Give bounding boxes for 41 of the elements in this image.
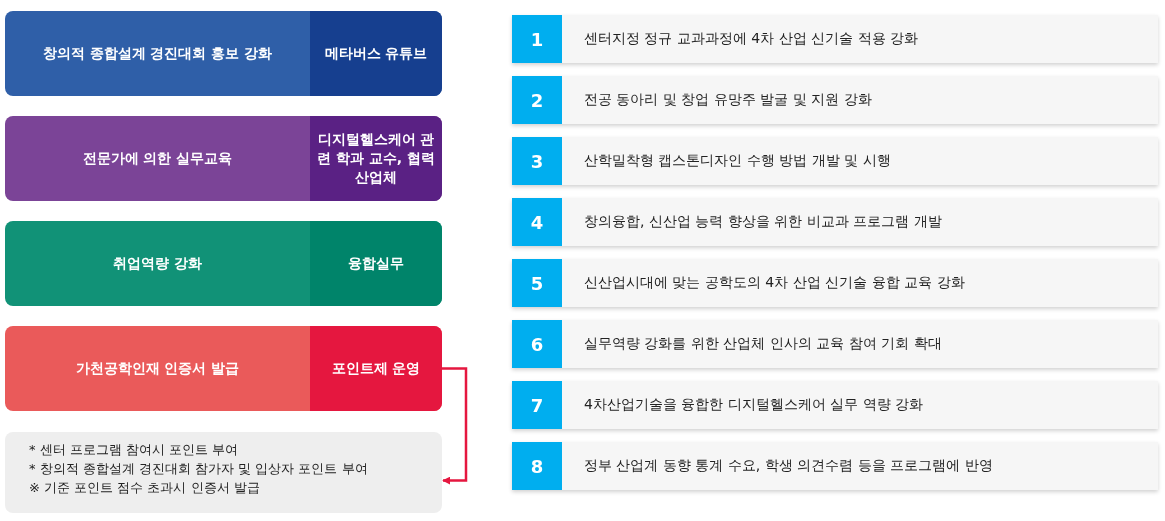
program-card [5,221,442,306]
card-title: 가천공학인재 인증서 발급 [74,358,241,378]
card-tag: 포인트제 운영 [310,326,442,411]
task-row [512,15,1158,63]
card-tag: 디지털헬스케어 관련 학과 교수, 협력산업체 [310,116,442,201]
card-title: 취업역량 강화 [112,253,203,273]
number-badge: 2 [512,76,562,124]
task-text: 창의융합, 신산업 능력 향상을 위한 비교과 프로그램 개발 [583,212,943,231]
program-card [5,11,442,96]
task-text: 전공 동아리 및 창업 유망주 발굴 및 지원 강화 [583,90,873,109]
task-row [512,137,1158,185]
card-title: 전문가에 의한 실무교육 [81,148,234,168]
card-tag: 메타버스 유튜브 [310,11,442,96]
program-card [5,326,442,411]
note-text: ※ 기준 포인트 점수 초과시 인증서 발급 [29,478,260,497]
number-badge: 1 [512,15,562,63]
task-row [512,442,1158,490]
number-badge: 6 [512,320,562,368]
task-text: 신산업시대에 맞는 공학도의 4차 산업 신기술 융합 교육 강화 [583,273,966,292]
note-text: * 센터 프로그램 참여시 포인트 부여 [29,441,239,459]
task-row [512,198,1158,246]
task-text: 4차산업기술을 융합한 디지털헬스케어 실무 역량 강화 [583,395,925,414]
note-panel [5,432,442,513]
connector-arrow [442,367,468,485]
task-row [512,381,1158,429]
task-row [512,320,1158,368]
task-text: 산학밀착형 캡스톤디자인 수행 방법 개발 및 시행 [583,151,892,170]
task-text: 정부 산업계 동향 통계 수요, 학생 의견수렴 등을 프로그램에 반영 [583,456,994,475]
program-card [5,116,442,201]
task-row [512,76,1158,124]
number-badge: 4 [512,198,562,246]
number-badge: 8 [512,442,562,490]
number-badge: 3 [512,137,562,185]
task-text: 실무역량 강화를 위한 산업체 인사의 교육 참여 기회 확대 [583,334,943,353]
note-text: * 창의적 종합설계 경진대회 참가자 및 입상자 포인트 부여 [29,459,368,478]
task-row [512,259,1158,307]
card-tag: 융합실무 [310,221,442,306]
number-badge: 5 [512,259,562,307]
number-badge: 7 [512,381,562,429]
card-title: 창의적 종합설계 경진대회 홍보 강화 [41,43,274,63]
task-text: 센터지정 정규 교과과정에 4차 산업 신기술 적용 강화 [583,29,920,48]
